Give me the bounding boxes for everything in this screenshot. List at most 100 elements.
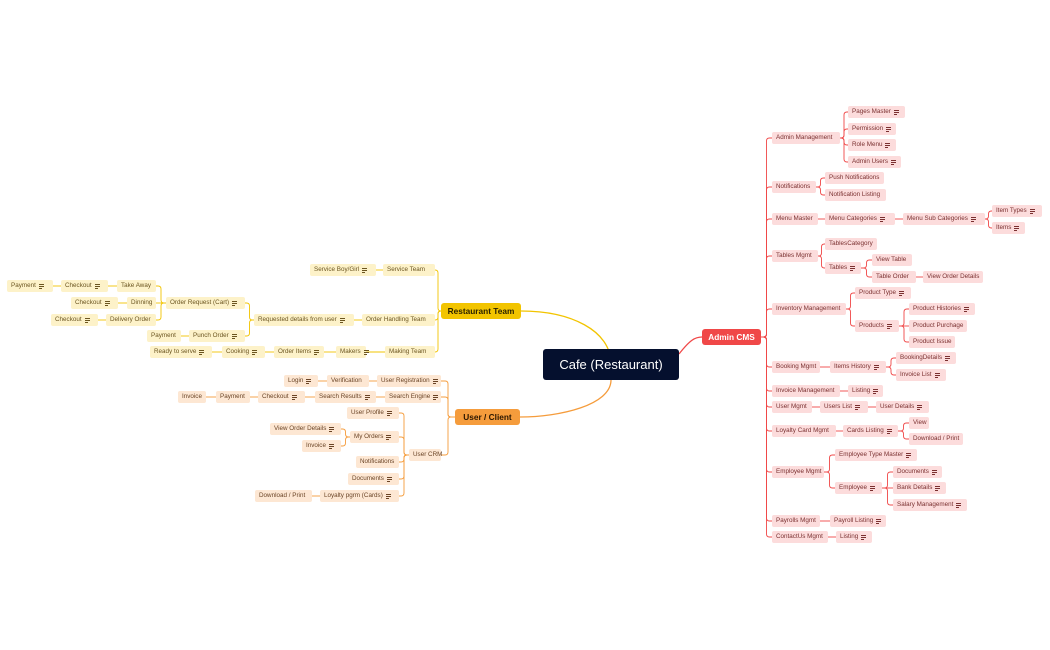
node-admin-cms-product-issue[interactable]: Product Issue (909, 336, 955, 348)
node-admin-cms-view-lc[interactable]: View (909, 417, 929, 429)
node-admin-cms-booking-mgmt[interactable]: Booking Mgmt (772, 361, 820, 373)
node-admin-cms-user-details[interactable]: User Details (876, 401, 929, 413)
node-admin-cms-bank-details[interactable]: Bank Details (893, 482, 946, 494)
node-restaurant-team-order-items[interactable]: Order Items (274, 346, 324, 358)
node-restaurant-team-cooking[interactable]: Cooking (222, 346, 265, 358)
node-restaurant-team-dinning[interactable]: Dinning (127, 297, 156, 309)
node-restaurant-team-delivery-order[interactable]: Delivery Order (106, 314, 156, 326)
node-admin-cms-invoice-list[interactable]: Invoice List (896, 369, 946, 381)
node-admin-cms-contactus-mgmt[interactable]: ContactUs Mgmt (772, 531, 828, 543)
node-user-client-search-results[interactable]: Search Results (315, 391, 376, 403)
node-restaurant-team-punch-order[interactable]: Punch Order (189, 330, 245, 342)
node-admin-cms-invoice-management[interactable]: Invoice Management (772, 385, 840, 397)
branch-admin-cms[interactable]: Admin CMS (702, 329, 761, 345)
node-label: Employee Mgmt (776, 468, 822, 475)
node-admin-cms-menu-sub-categories[interactable]: Menu Sub Categories (903, 213, 985, 225)
note-lines-icon (433, 395, 438, 400)
node-admin-cms-notification-listing[interactable]: Notification Listing (825, 189, 886, 201)
note-lines-icon (199, 350, 205, 355)
node-user-client-search-engine[interactable]: Search Engine (385, 391, 441, 403)
node-admin-cms-admin-users[interactable]: Admin Users (848, 156, 901, 168)
node-admin-cms-notifications[interactable]: Notifications (772, 181, 816, 193)
node-admin-cms-push-notifications[interactable]: Push Notifications (825, 172, 884, 184)
node-user-client-checkout-se[interactable]: Checkout (258, 391, 305, 403)
node-user-client-my-orders[interactable]: My Orders (350, 431, 399, 443)
node-label: Admin Users (852, 158, 889, 165)
branch-restaurant-team[interactable]: Restaurant Team (441, 303, 521, 319)
node-admin-cms-employee[interactable]: Employee (835, 482, 882, 494)
node-admin-cms-items[interactable]: Items (992, 222, 1025, 234)
node-admin-cms-employee-type-master[interactable]: Employee Type Master (835, 449, 917, 461)
node-user-client-user-crm[interactable]: User CRM (409, 449, 442, 461)
node-admin-cms-tables-mgmt[interactable]: Tables Mgmt (772, 250, 818, 262)
node-restaurant-team-payment-ta[interactable]: Payment (7, 280, 53, 292)
node-admin-cms-admin-management[interactable]: Admin Management (772, 132, 840, 144)
node-restaurant-team-makers[interactable]: Makers (336, 346, 369, 358)
node-admin-cms-booking-details[interactable]: BookingDetails (896, 352, 956, 364)
node-admin-cms-item-types[interactable]: Item Types (992, 205, 1042, 217)
node-restaurant-team-checkout-ta[interactable]: Checkout (61, 280, 108, 292)
node-restaurant-team-requested-details[interactable]: Requested details from user (254, 314, 354, 326)
node-label: Notifications (776, 183, 811, 190)
node-restaurant-team-checkout-di[interactable]: Checkout (71, 297, 118, 309)
node-label: Items History (834, 363, 871, 370)
node-user-client-user-profile[interactable]: User Profile (347, 407, 399, 419)
note-lines-icon (855, 405, 860, 410)
node-admin-cms-role-menu[interactable]: Role Menu (848, 139, 896, 151)
node-restaurant-team-order-request[interactable]: Order Request (Cart) (166, 297, 245, 309)
node-admin-cms-employee-mgmt[interactable]: Employee Mgmt (772, 466, 824, 478)
node-user-client-loyalty[interactable]: Loyalty pgrm (Cards) (320, 490, 399, 502)
node-admin-cms-items-history[interactable]: Items History (830, 361, 886, 373)
node-admin-cms-product-type[interactable]: Product Type (855, 287, 911, 299)
node-admin-cms-products[interactable]: Products (855, 320, 899, 332)
node-user-client-payment-se[interactable]: Payment (216, 391, 250, 403)
node-admin-cms-download-print-lc[interactable]: Download / Print (909, 433, 963, 445)
node-restaurant-team-checkout-do[interactable]: Checkout (51, 314, 98, 326)
node-user-client-login[interactable]: Login (284, 375, 318, 387)
node-restaurant-team-service-team[interactable]: Service Team (383, 264, 435, 276)
node-admin-cms-payrolls-mgmt[interactable]: Payrolls Mgmt (772, 515, 820, 527)
node-admin-cms-pages-master[interactable]: Pages Master (848, 106, 905, 118)
node-user-client-invoice-se[interactable]: Invoice (178, 391, 206, 403)
root-node[interactable]: Cafe (Restaurant) (543, 349, 679, 380)
node-user-client-notifications[interactable]: Notifications (356, 456, 399, 468)
node-label: Making Team (389, 348, 427, 355)
node-label: Order Handling Team (366, 316, 426, 323)
node-restaurant-team-take-away[interactable]: Take Away (117, 280, 156, 292)
node-admin-cms-tables-category[interactable]: TablesCategory (825, 238, 877, 250)
node-admin-cms-documents[interactable]: Documents (893, 466, 942, 478)
branch-user-client[interactable]: User / Client (455, 409, 520, 425)
node-restaurant-team-ready-to-serve[interactable]: Ready to serve (150, 346, 212, 358)
node-restaurant-team-order-handling[interactable]: Order Handling Team (362, 314, 435, 326)
node-admin-cms-menu-categories[interactable]: Menu Categories (825, 213, 895, 225)
node-restaurant-team-payment-po[interactable]: Payment (147, 330, 181, 342)
node-user-client-view-order-details[interactable]: View Order Details (270, 423, 341, 435)
node-user-client-invoice-mo[interactable]: Invoice (302, 440, 341, 452)
node-admin-cms-salary-management[interactable]: Salary Management (893, 499, 967, 511)
node-restaurant-team-service-boy[interactable]: Service Boy/Girl (310, 264, 376, 276)
node-user-client-verification[interactable]: Verification (327, 375, 369, 387)
node-user-client-download-print[interactable]: Download / Print (255, 490, 312, 502)
node-admin-cms-user-mgmt[interactable]: User Mgmt (772, 401, 812, 413)
node-user-client-user-registration[interactable]: User Registration (377, 375, 441, 387)
node-admin-cms-table-order[interactable]: Table Order (872, 271, 916, 283)
node-admin-cms-loyalty-card-mgmt[interactable]: Loyalty Card Mgmt (772, 425, 836, 437)
node-admin-cms-listing-cu[interactable]: Listing (836, 531, 872, 543)
node-admin-cms-listing-im[interactable]: Listing (848, 385, 883, 397)
node-admin-cms-product-histories[interactable]: Product Histories (909, 303, 975, 315)
node-admin-cms-menu-master[interactable]: Menu Master (772, 213, 818, 225)
node-admin-cms-payroll-listing[interactable]: Payroll Listing (830, 515, 886, 527)
node-admin-cms-view-order-details[interactable]: View Order Details (923, 271, 983, 283)
node-user-client-documents[interactable]: Documents (348, 473, 399, 485)
node-admin-cms-tables[interactable]: Tables (825, 262, 861, 274)
node-admin-cms-permission[interactable]: Permission (848, 123, 896, 135)
node-restaurant-team-making-team[interactable]: Making Team (385, 346, 435, 358)
node-admin-cms-inventory-management[interactable]: Inventory Management (772, 303, 846, 315)
node-admin-cms-cards-listing[interactable]: Cards Listing (843, 425, 898, 437)
node-admin-cms-product-purchage[interactable]: Product Purchage (909, 320, 967, 332)
node-label: Download / Print (913, 435, 960, 442)
node-label: BookingDetails (900, 354, 943, 361)
node-admin-cms-users-list[interactable]: Users List (820, 401, 868, 413)
node-label: Menu Master (776, 215, 813, 222)
node-admin-cms-view-table[interactable]: View Table (872, 254, 912, 266)
